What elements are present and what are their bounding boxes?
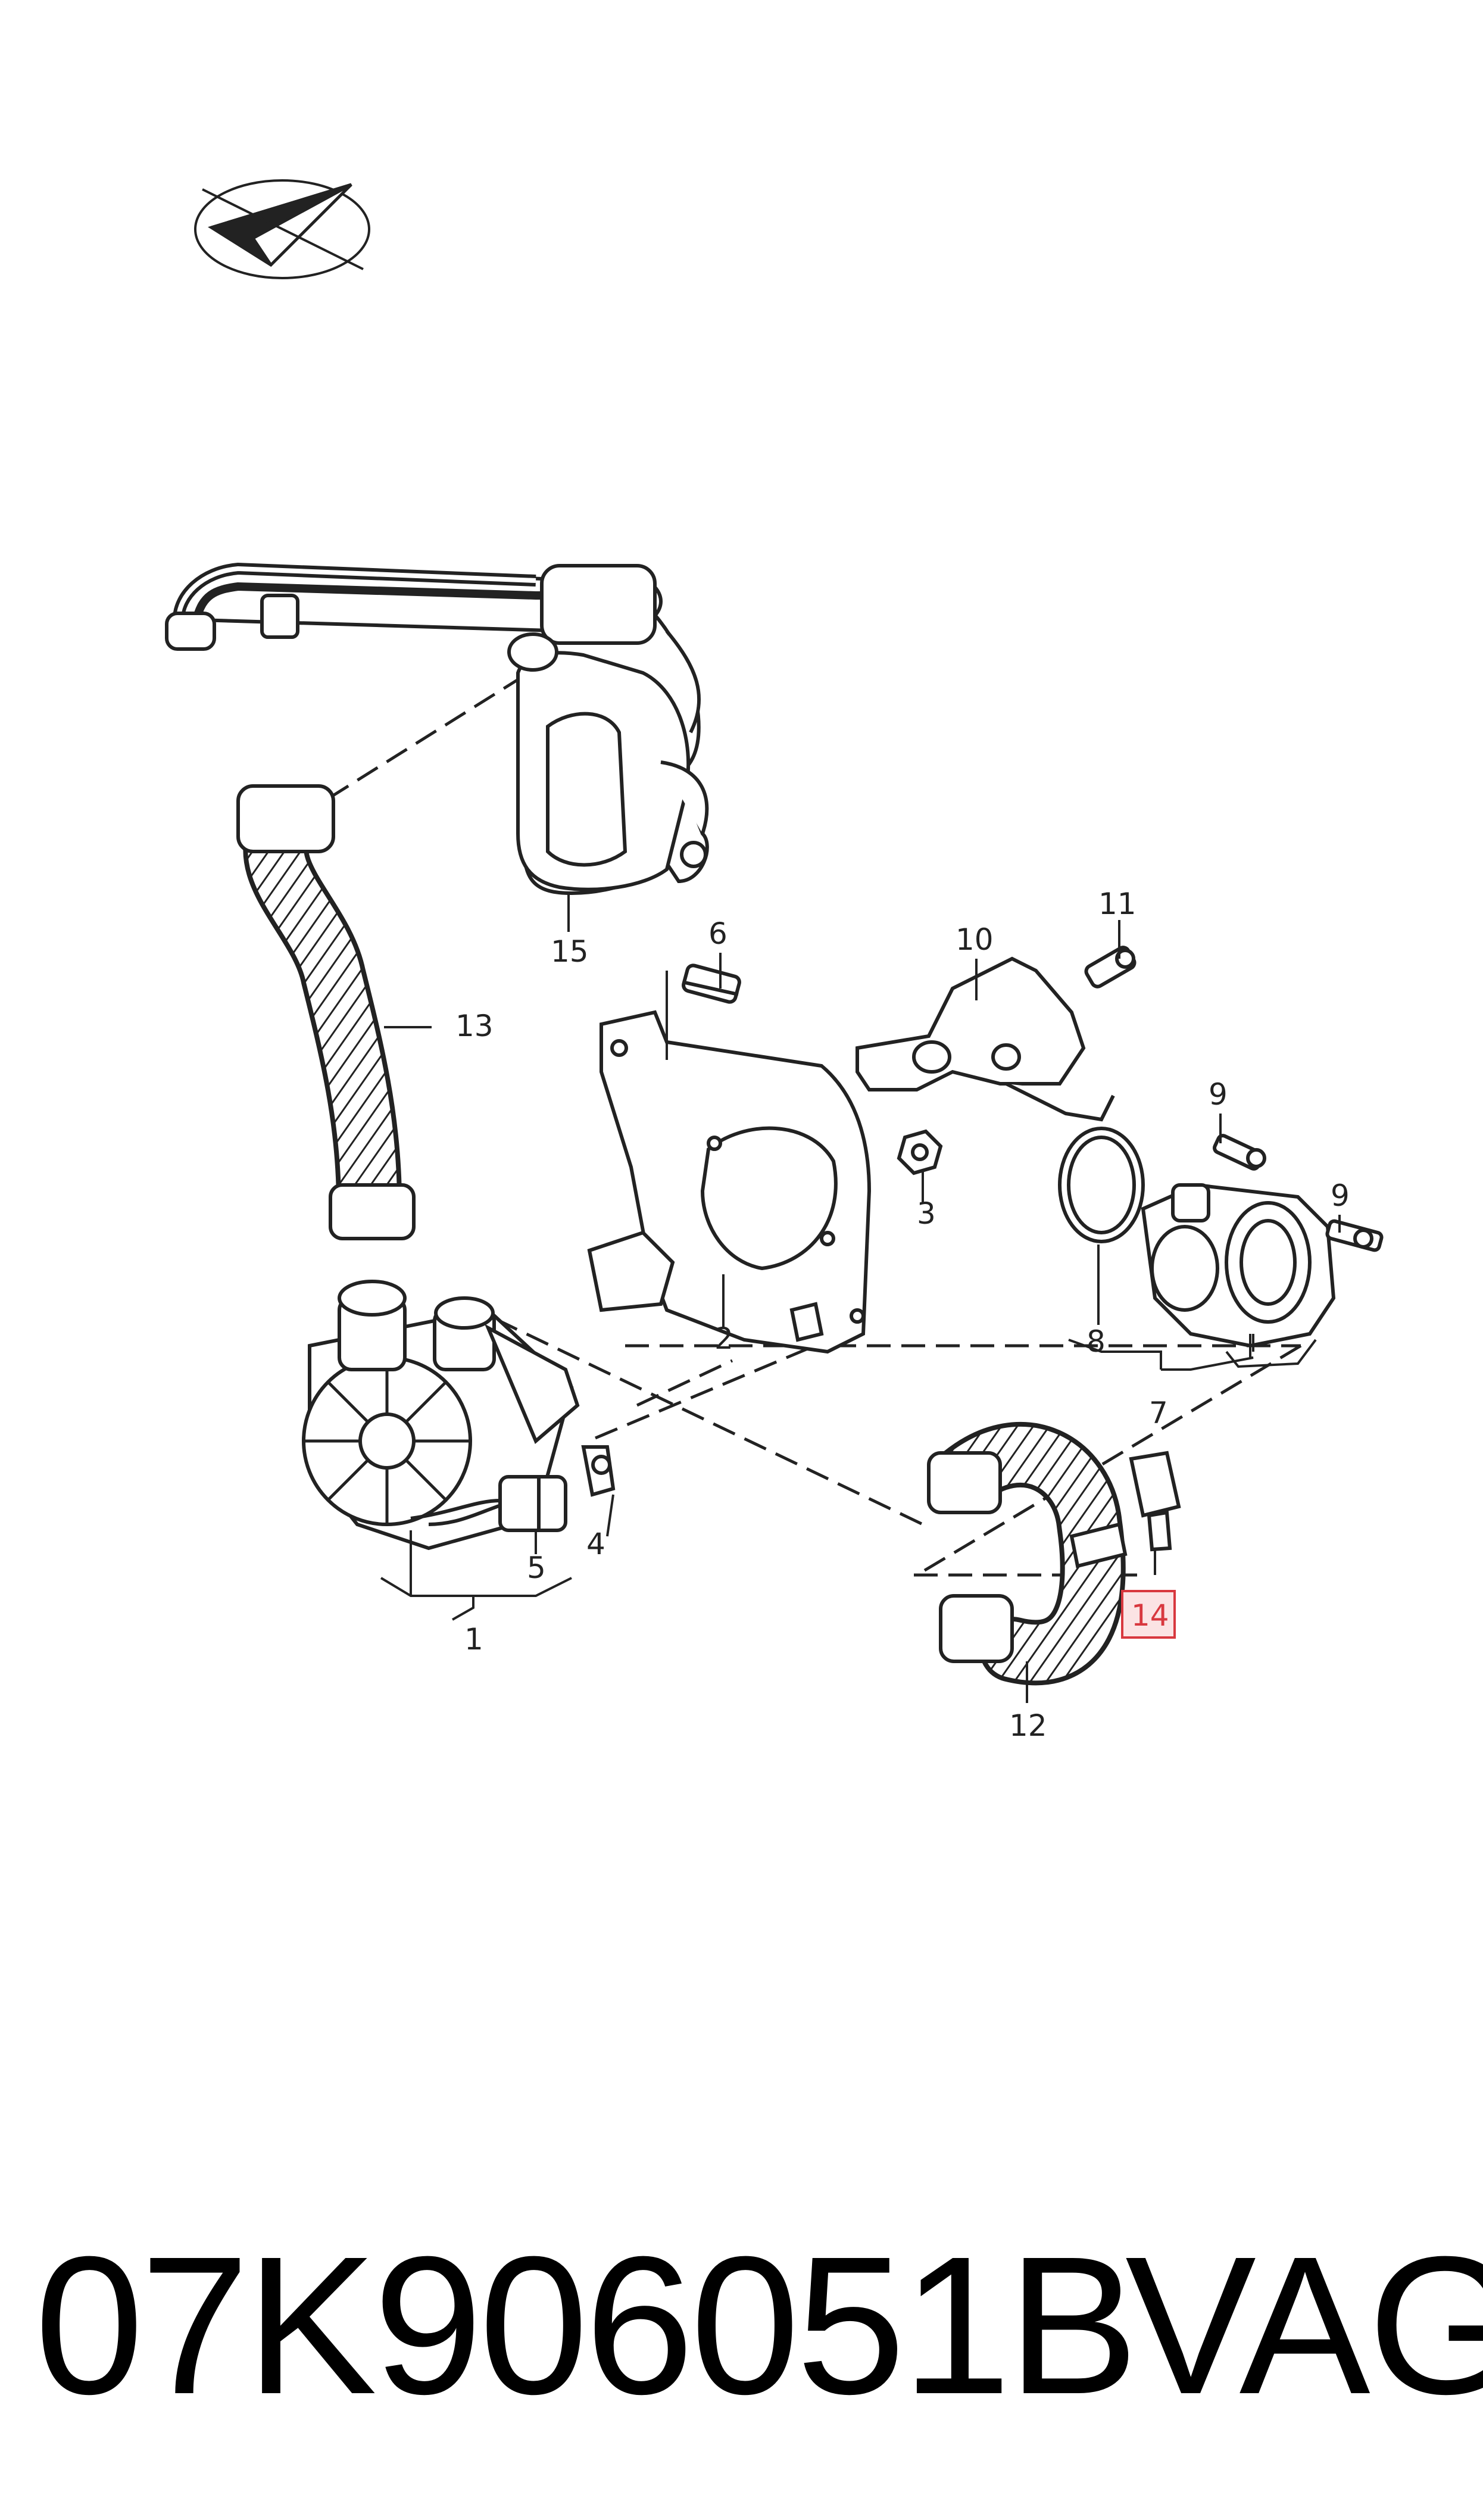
callout-4: 4	[586, 1527, 605, 1561]
bolt-9-right	[1325, 1219, 1384, 1252]
callout-5: 5	[527, 1551, 546, 1585]
callout-10: 10	[956, 922, 994, 957]
callout-11: 11	[1098, 887, 1137, 921]
callout-1: 1	[464, 1622, 483, 1657]
callout-12: 12	[1009, 1708, 1047, 1743]
upper-corrugated-hose	[236, 784, 416, 1240]
paper-plane-check-logo	[194, 179, 370, 279]
callout-13: 14	[1131, 1598, 1169, 1633]
pressure-sensor	[1129, 1451, 1181, 1552]
bolt-6	[682, 963, 741, 1004]
bolt-9-upper	[1213, 1134, 1266, 1171]
callout-8: 8	[1087, 1324, 1106, 1359]
lower-corrugated-hose	[927, 1422, 1128, 1686]
nut-3	[897, 1129, 943, 1175]
brand-label: VAG	[1125, 2215, 1483, 2435]
leader-lines	[380, 893, 1341, 1703]
bolt-11	[1084, 946, 1137, 988]
callout-2: 2	[714, 1321, 733, 1356]
callout-6: 6	[708, 916, 728, 951]
callout-9-upper: 9	[1209, 1077, 1228, 1112]
callout-3: 3	[917, 1196, 936, 1231]
pipe-bracket	[856, 956, 1115, 1122]
cable-clip	[581, 1445, 616, 1497]
callout-13-highlight	[1121, 1590, 1176, 1639]
callout-14: 13	[455, 1009, 494, 1043]
o-ring	[1058, 1127, 1145, 1243]
combination-valve	[1141, 1183, 1336, 1348]
bracket-plate	[587, 1010, 872, 1354]
air-filter-housing	[165, 562, 709, 896]
electrical-connector	[410, 1475, 567, 1532]
part-number: 07K906051B	[35, 2215, 1138, 2435]
callout-9-right: 9	[1331, 1178, 1350, 1213]
callout-15: 15	[551, 934, 589, 969]
callout-7: 7	[1149, 1396, 1168, 1430]
